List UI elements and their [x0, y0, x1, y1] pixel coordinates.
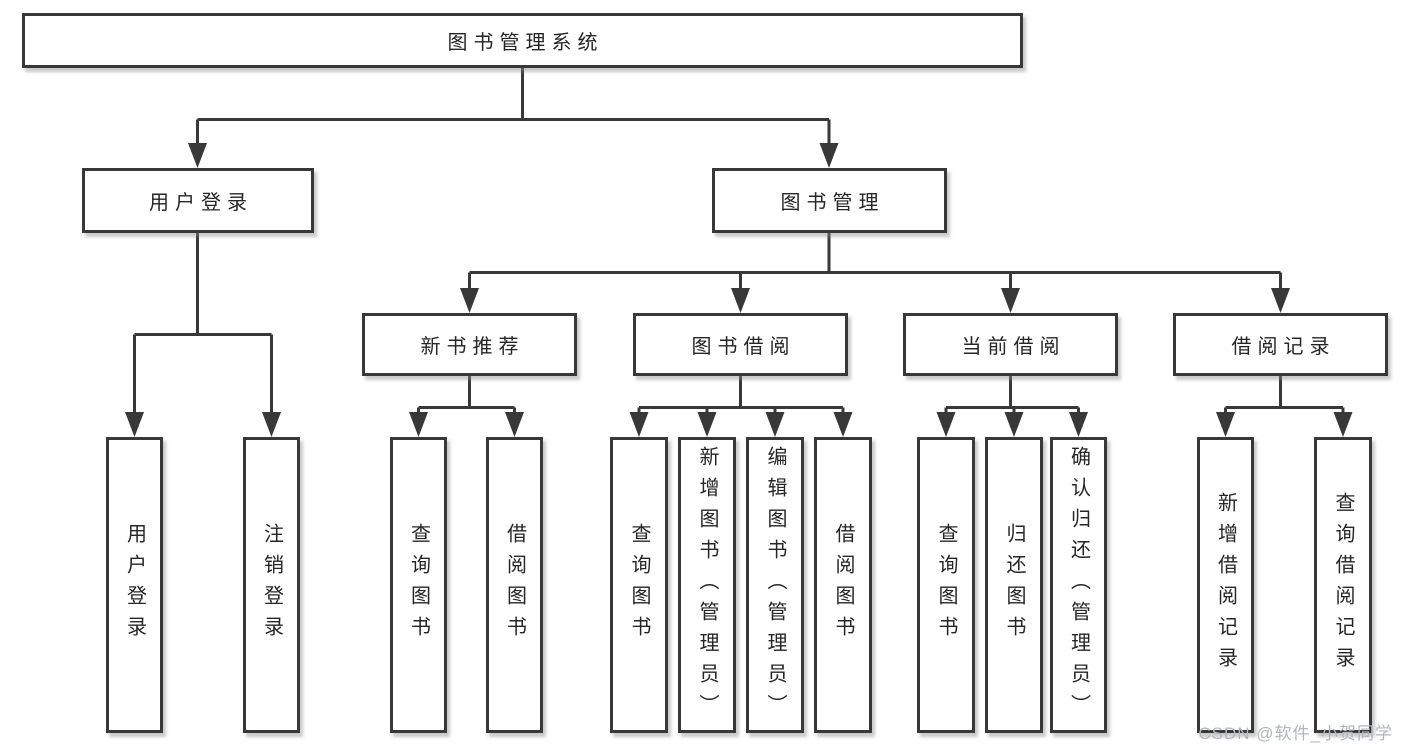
leaf-query-books-current-label: 查询图书	[935, 523, 957, 647]
leaf-add-book-admin: 新增图书（管理员）	[678, 437, 736, 733]
node-book-mgmt: 图书管理	[712, 168, 947, 233]
leaf-add-book-admin-label: 新增图书（管理员）	[696, 445, 718, 725]
leaf-query-books-current: 查询图书	[917, 437, 975, 733]
leaf-add-borrow-record: 新增借阅记录	[1197, 437, 1254, 733]
leaf-confirm-return-admin: 确认归还（管理员）	[1050, 437, 1107, 733]
node-current-borrow: 当前借阅	[903, 313, 1118, 376]
root-node-label: 图书管理系统	[447, 32, 604, 54]
leaf-borrow-books-newbook: 借阅图书	[486, 437, 543, 733]
leaf-query-books-borrow-label: 查询图书	[628, 523, 650, 647]
leaf-confirm-return-admin-label: 确认归还（管理员）	[1067, 445, 1090, 725]
leaf-user-login-label: 用户登录	[123, 523, 146, 647]
leaf-query-books-borrow: 查询图书	[610, 437, 668, 733]
leaf-borrow-books-label: 借阅图书	[832, 523, 854, 647]
leaf-user-login: 用户登录	[106, 437, 163, 733]
node-current-borrow-label: 当前借阅	[961, 336, 1066, 358]
leaf-logout-label: 注销登录	[260, 523, 283, 647]
node-user-login: 用户登录	[82, 168, 314, 233]
leaf-query-books-newbook: 查询图书	[390, 437, 447, 733]
node-book-mgmt-label: 图书管理	[780, 192, 885, 214]
node-new-book-label: 新书推荐	[420, 336, 525, 358]
leaf-query-borrow-record-label: 查询借阅记录	[1332, 492, 1354, 678]
leaf-logout: 注销登录	[243, 437, 300, 733]
leaf-edit-book-admin-label: 编辑图书（管理员）	[764, 445, 786, 725]
leaf-return-book-label: 归还图书	[1003, 523, 1025, 647]
root-node: 图书管理系统	[22, 13, 1023, 68]
leaf-edit-book-admin: 编辑图书（管理员）	[746, 437, 804, 733]
leaf-borrow-books: 借阅图书	[814, 437, 872, 733]
node-book-borrow: 图书借阅	[633, 313, 848, 376]
node-new-book: 新书推荐	[362, 313, 577, 376]
leaf-borrow-books-newbook-label: 借阅图书	[503, 523, 526, 647]
leaf-query-books-newbook-label: 查询图书	[407, 523, 430, 647]
csdn-watermark: CSDN @软件_小贺同学	[1198, 724, 1393, 743]
node-borrow-record: 借阅记录	[1173, 313, 1388, 376]
node-book-borrow-label: 图书借阅	[691, 336, 796, 358]
node-user-login-label: 用户登录	[149, 192, 253, 214]
leaf-return-book: 归还图书	[985, 437, 1043, 733]
leaf-add-borrow-record-label: 新增借阅记录	[1214, 492, 1237, 678]
node-borrow-record-label: 借阅记录	[1231, 336, 1336, 358]
leaf-query-borrow-record: 查询借阅记录	[1314, 437, 1372, 733]
